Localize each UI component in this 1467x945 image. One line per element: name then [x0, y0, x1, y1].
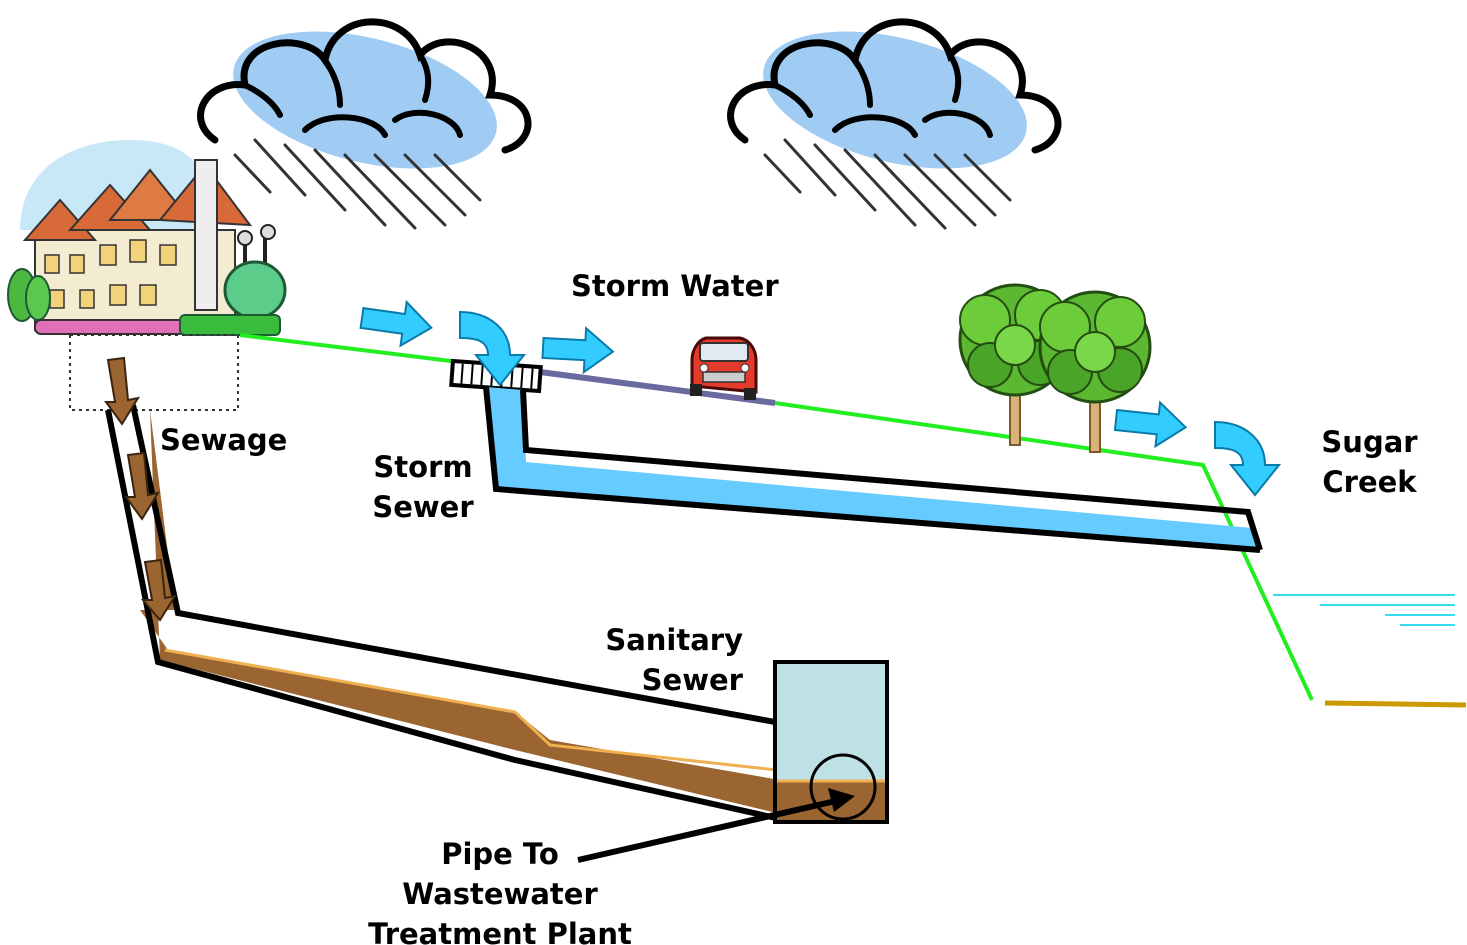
treatment-pipe-label-line3: Treatment Plant — [368, 917, 632, 945]
flow-arrow-icon — [1112, 397, 1189, 451]
flow-arrow-icon — [357, 295, 436, 351]
storm-sewer-label-line2: Sewer — [372, 490, 474, 524]
sanitary-sewer-label-line2: Sewer — [641, 663, 743, 697]
treatment-pipe-label: Pipe To Wastewater Treatment Plant — [355, 834, 645, 945]
rain-cloud-icon — [201, 7, 528, 228]
treatment-pipe-label-line1: Pipe To — [441, 837, 559, 871]
storm-sewer-label-line1: Storm — [373, 450, 473, 484]
creek-bed — [1324, 700, 1467, 708]
house-icon — [7, 140, 287, 336]
treatment-pipe-label-line2: Wastewater — [402, 877, 598, 911]
storm-sewer-label: Storm Sewer — [358, 447, 488, 527]
creek-water — [1273, 594, 1455, 626]
storm-water-label: Storm Water — [571, 269, 779, 303]
storm-sewer-pipe — [483, 386, 1263, 553]
sugar-creek-label: Sugar Creek — [1312, 422, 1427, 502]
road-surface — [539, 369, 776, 406]
sanitary-sewer-label: Sanitary Sewer — [600, 620, 743, 700]
flow-arrow-icon — [1214, 421, 1280, 496]
flow-arrow-icon — [540, 325, 616, 375]
ground-surface-creek-bank — [774, 401, 1314, 701]
pointer-arrow — [577, 788, 855, 863]
sanitary-sewer-label-line1: Sanitary — [605, 623, 743, 657]
sanitary-sewer-pipe — [105, 404, 886, 823]
sewage-label: Sewage — [160, 423, 288, 457]
sugar-creek-label-line2: Creek — [1322, 465, 1417, 499]
sugar-creek-label-line1: Sugar — [1321, 425, 1418, 459]
property-boundary — [69, 334, 239, 411]
car-icon — [690, 336, 758, 400]
rain-cloud-icon — [731, 7, 1058, 228]
sewage-flow-arrows — [104, 356, 178, 622]
